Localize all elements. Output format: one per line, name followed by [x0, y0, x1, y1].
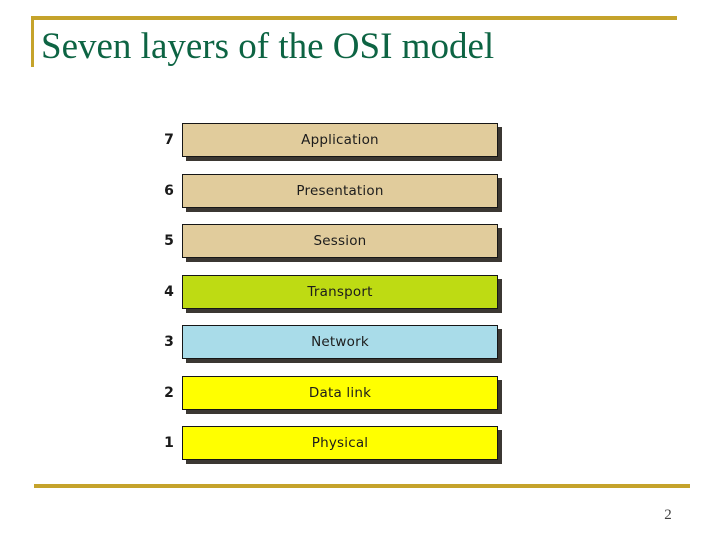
- title-top-rule: [31, 16, 677, 20]
- osi-layer-label: Session: [313, 233, 367, 249]
- osi-layer-label: Physical: [311, 435, 369, 451]
- osi-layer-box[interactable]: Presentation: [182, 173, 498, 208]
- osi-layer-label: Transport: [307, 283, 373, 300]
- osi-layer-number: 1: [164, 435, 174, 451]
- osi-layer-diagram: 7 Application 6 Presentation 5 Session 4 Transp…: [160, 123, 510, 468]
- osi-layer-row: 7 Application: [160, 123, 510, 161]
- osi-layer-label: Application: [301, 132, 379, 148]
- osi-layer-number: 7: [164, 132, 174, 148]
- osi-layer-row: 2 Data link: [160, 375, 510, 414]
- osi-layer-box[interactable]: Physical: [182, 426, 498, 460]
- osi-layer-label: Data link: [308, 384, 372, 401]
- osi-layer-box[interactable]: Transport: [182, 274, 498, 309]
- osi-layer-number: 2: [164, 384, 174, 401]
- osi-layer-number: 5: [164, 233, 174, 249]
- osi-layer-row: 1 Physical: [160, 426, 510, 464]
- osi-layer-box[interactable]: Session: [182, 224, 498, 258]
- osi-layer-box[interactable]: Application: [182, 123, 498, 157]
- title-left-rule: [31, 16, 34, 67]
- osi-layer-row: 6 Presentation: [160, 173, 510, 212]
- footer-rule: [34, 484, 690, 488]
- osi-layer-row: 5 Session: [160, 224, 510, 262]
- osi-layer-number: 4: [164, 283, 174, 300]
- osi-layer-box[interactable]: Network: [182, 325, 498, 359]
- osi-layer-number: 3: [164, 334, 174, 350]
- osi-layer-row: 3 Network: [160, 325, 510, 363]
- osi-layer-label: Network: [311, 334, 369, 350]
- osi-layer-row: 4 Transport: [160, 274, 510, 313]
- page-number: 2: [664, 507, 672, 523]
- osi-layer-number: 6: [164, 182, 174, 199]
- osi-layer-box[interactable]: Data link: [182, 375, 498, 410]
- osi-layer-label: Presentation: [296, 182, 384, 199]
- page-title: Seven layers of the OSI model: [41, 26, 495, 67]
